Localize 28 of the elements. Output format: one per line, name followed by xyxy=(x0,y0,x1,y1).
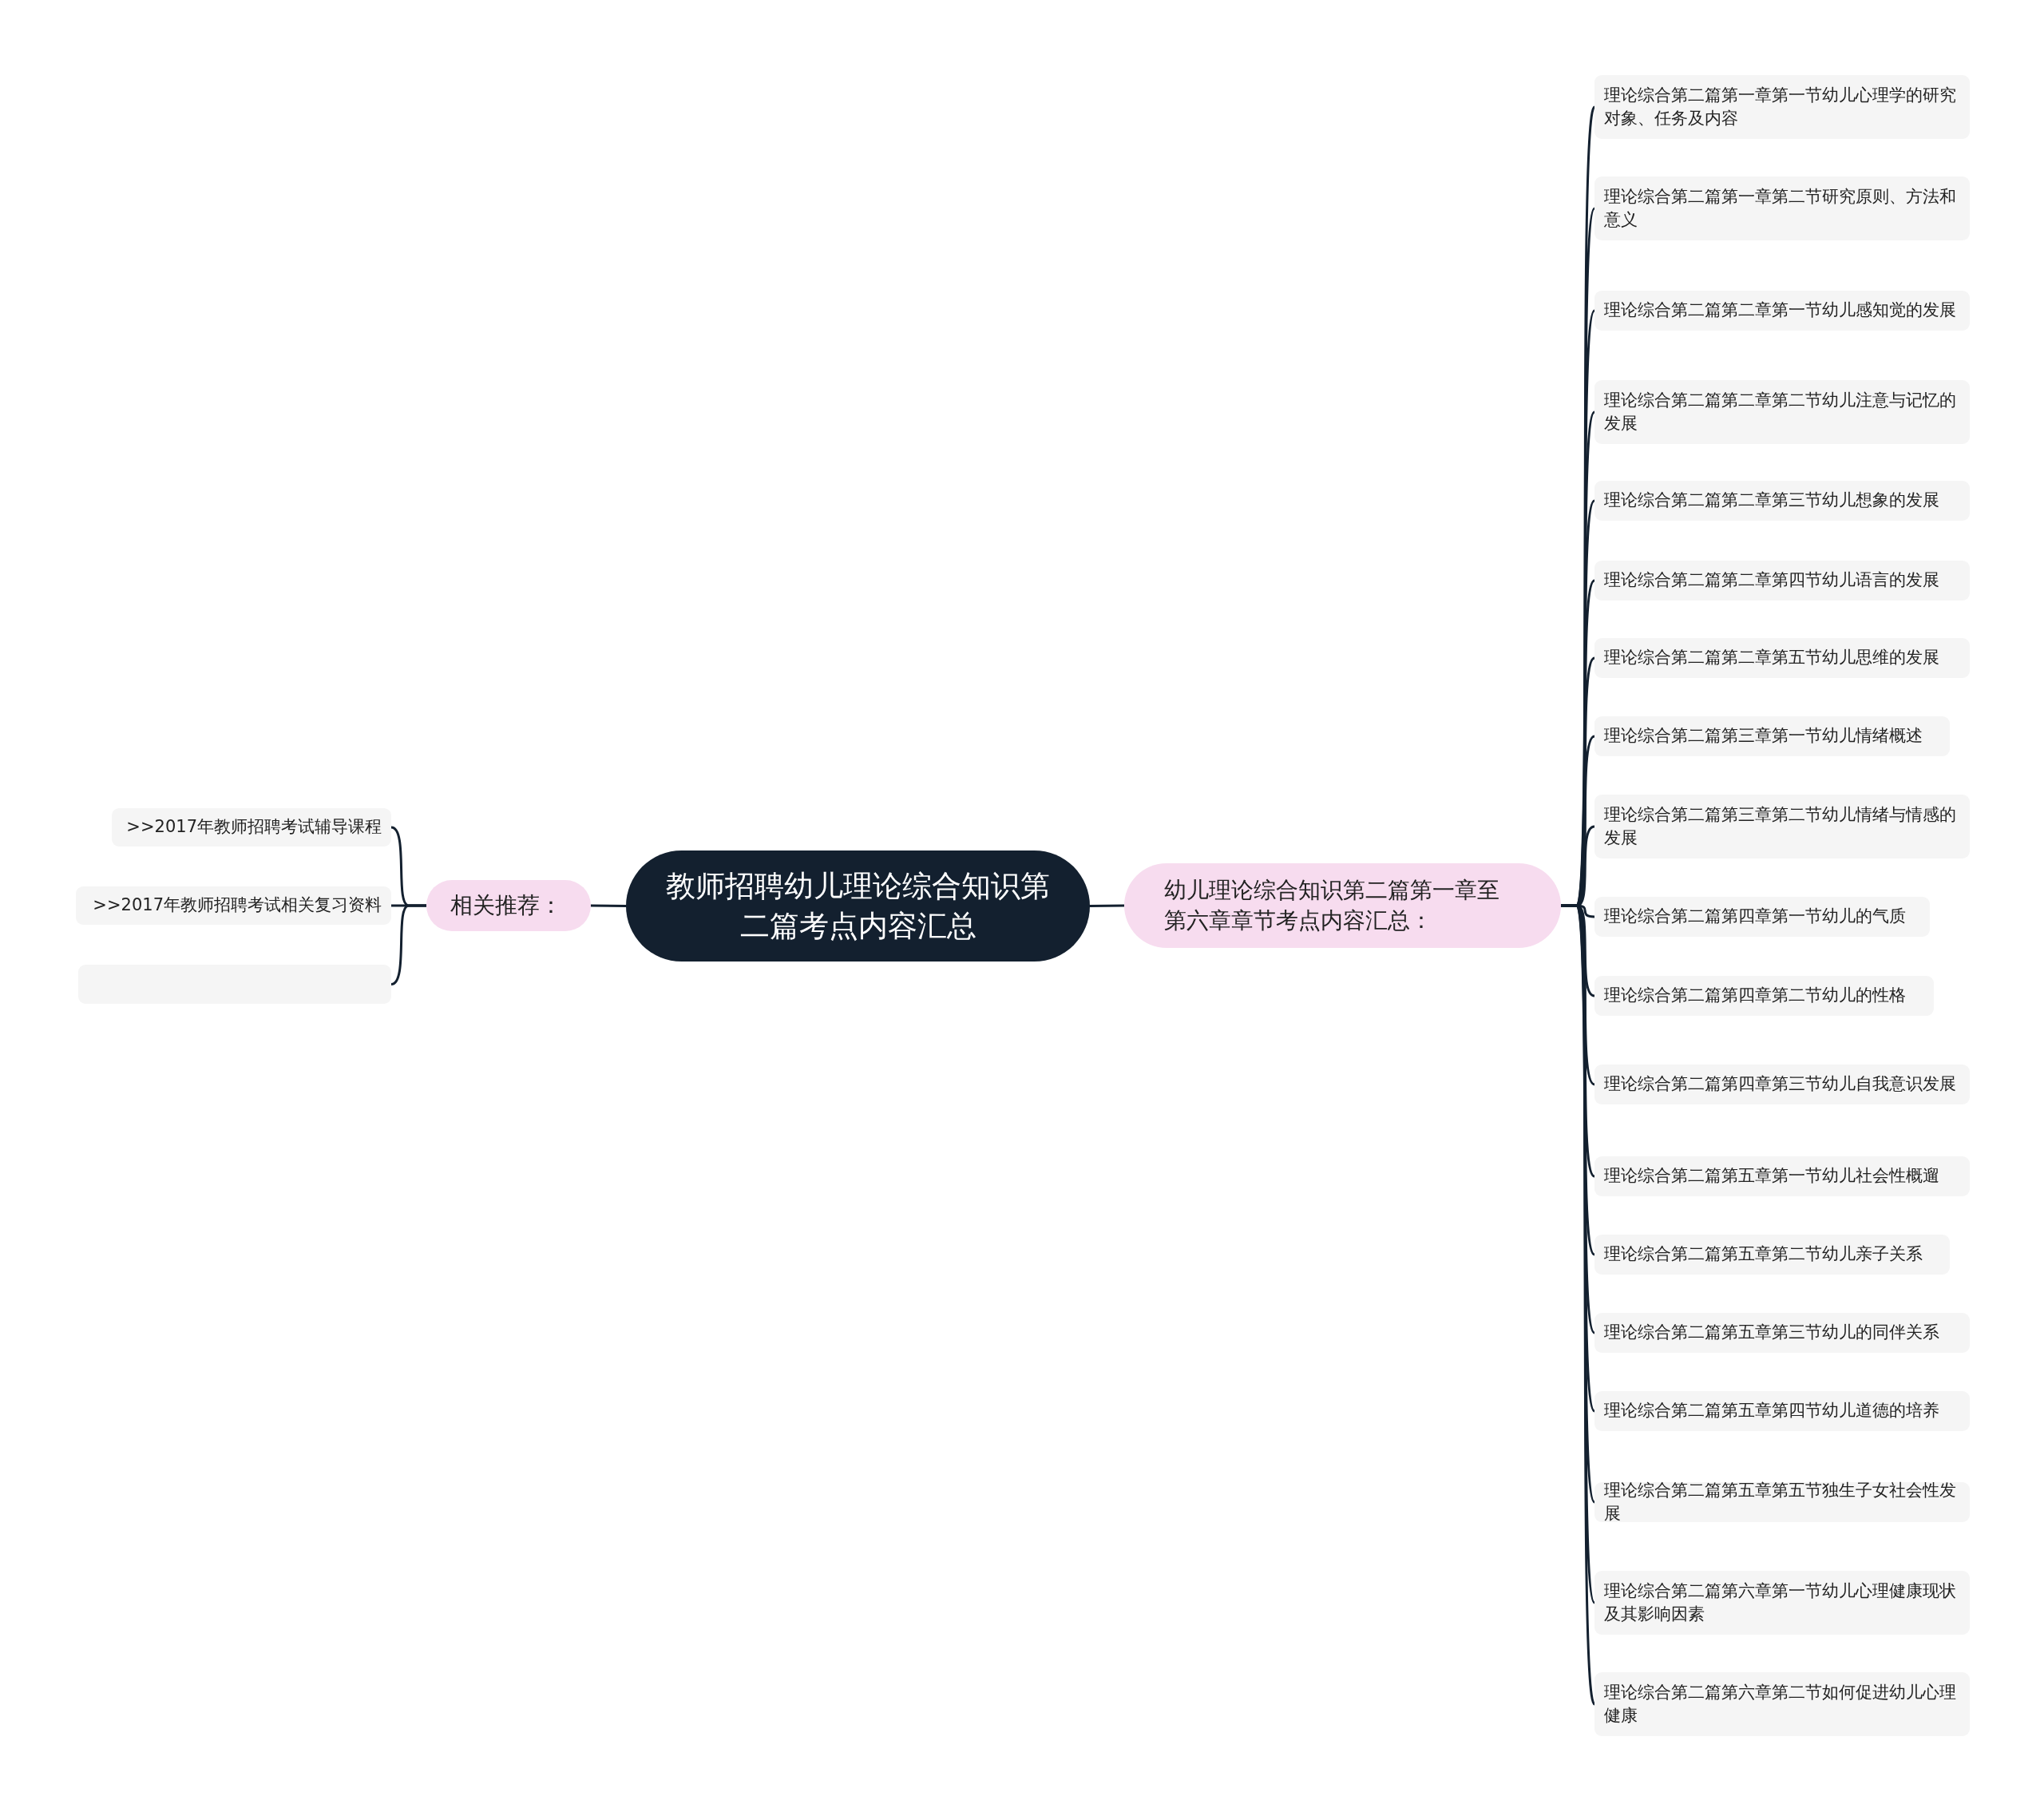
subtopic-box: 理论综合第二篇第五章第一节幼儿社会性概遛 xyxy=(1594,1156,1970,1196)
subtopic-box: 理论综合第二篇第四章第一节幼儿的气质 xyxy=(1594,897,1930,937)
subtopic-box: 理论综合第二篇第二章第一节幼儿感知觉的发展 xyxy=(1594,291,1970,331)
subtopic-box: 理论综合第二篇第五章第三节幼儿的同伴关系 xyxy=(1594,1313,1970,1353)
connector-line xyxy=(1090,904,1124,907)
branch-topic: 幼儿理论综合知识第二篇第一章至第六章章节考点内容汇总： xyxy=(1124,863,1561,948)
central-topic: 教师招聘幼儿理论综合知识第二篇考点内容汇总 xyxy=(626,850,1090,962)
connector-line xyxy=(390,904,426,985)
connector-line xyxy=(591,904,626,907)
subtopic-box: 理论综合第二篇第二章第四节幼儿语言的发展 xyxy=(1594,561,1970,601)
subtopic-box: >>2017年教师招聘考试相关复习资料 xyxy=(76,886,391,925)
subtopic-box: >>2017年教师招聘考试辅导课程 xyxy=(112,808,391,847)
subtopic-box: 理论综合第二篇第二章第五节幼儿思维的发展 xyxy=(1594,638,1970,678)
subtopic-box: 理论综合第二篇第六章第一节幼儿心理健康现状及其影响因素 xyxy=(1594,1571,1970,1635)
subtopic-box: 理论综合第二篇第二章第二节幼儿注意与记忆的发展 xyxy=(1594,380,1970,444)
subtopic-box: 理论综合第二篇第二章第三节幼儿想象的发展 xyxy=(1594,481,1970,521)
subtopic-box: 理论综合第二篇第一章第一节幼儿心理学的研究对象、任务及内容 xyxy=(1594,75,1970,139)
subtopic-box: 理论综合第二篇第四章第三节幼儿自我意识发展 xyxy=(1594,1065,1970,1104)
subtopic-box: 理论综合第二篇第五章第五节独生子女社会性发展 xyxy=(1594,1482,1970,1522)
branch-topic: 相关推荐： xyxy=(426,880,591,931)
subtopic-box: 理论综合第二篇第四章第二节幼儿的性格 xyxy=(1594,976,1934,1016)
subtopic-box: 理论综合第二篇第一章第二节研究原则、方法和意义 xyxy=(1594,176,1970,240)
subtopic-box: 理论综合第二篇第三章第一节幼儿情绪概述 xyxy=(1594,716,1950,756)
subtopic-box: 理论综合第二篇第六章第二节如何促进幼儿心理健康 xyxy=(1594,1672,1970,1736)
subtopic-box xyxy=(78,965,391,1004)
subtopic-box: 理论综合第二篇第三章第二节幼儿情绪与情感的发展 xyxy=(1594,795,1970,858)
subtopic-box: 理论综合第二篇第五章第二节幼儿亲子关系 xyxy=(1594,1235,1950,1275)
subtopic-box: 理论综合第二篇第五章第四节幼儿道德的培养 xyxy=(1594,1391,1970,1431)
